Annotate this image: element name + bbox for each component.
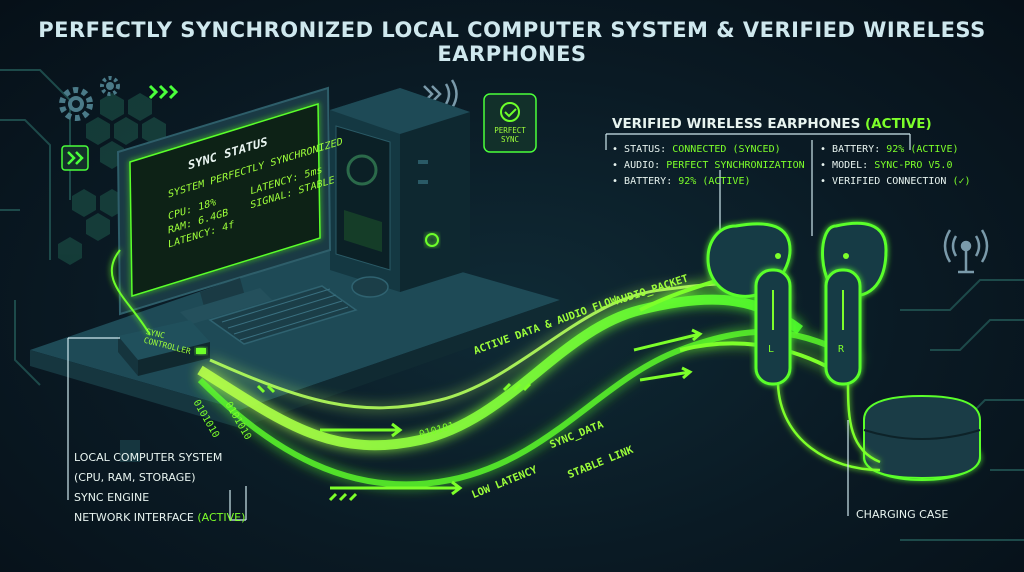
hexagon-pattern — [58, 93, 166, 265]
page-title: PERFECTLY SYNCHRONIZED LOCAL COMPUTER SY… — [38, 18, 986, 66]
spec-panel-frame — [605, 133, 911, 236]
label-network-interface: NETWORK INTERFACE (ACTIVE) — [74, 511, 246, 524]
monitor — [116, 86, 332, 324]
spec-model: • MODEL: SYNC-PRO V5.0 — [820, 160, 953, 171]
spec-battery-right: • BATTERY: 92% (ACTIVE) — [820, 144, 959, 155]
forward-icon — [61, 145, 89, 171]
earphones-panel-title-text: VERIFIED WIRELESS EARPHONES — [612, 116, 861, 132]
right-earbud-label: R — [838, 344, 845, 355]
earphones-panel-title: VERIFIED WIRELESS EARPHONES (ACTIVE) — [612, 116, 932, 132]
circuit-traces-left — [0, 69, 71, 386]
label-local-system: LOCAL COMPUTER SYSTEM — [74, 451, 223, 464]
spec-audio: • AUDIO: PERFECT SYNCHRONIZATION — [612, 160, 805, 171]
small-gear-icon — [100, 76, 120, 96]
earphones-panel-title-status: (ACTIVE) — [865, 116, 932, 132]
wireless-signal-icon — [943, 229, 989, 274]
gear-icon — [59, 87, 93, 121]
left-earbud-label: L — [768, 344, 775, 355]
charging-case — [863, 394, 981, 481]
perfect-sync-label: PERFECT SYNC — [494, 126, 526, 144]
spec-battery: • BATTERY: 92% (ACTIVE) — [612, 176, 751, 187]
computer-tower — [330, 88, 470, 292]
spec-status: • STATUS: CONNECTED (SYNCED) — [612, 144, 781, 155]
left-system-labels: LOCAL COMPUTER SYSTEM (CPU, RAM, STORAGE… — [74, 448, 245, 528]
earphones-specs-right: • BATTERY: 92% (ACTIVE) • MODEL: SYNC-PR… — [820, 142, 971, 190]
flow-arrows — [256, 328, 703, 502]
earphones-specs-left: • STATUS: CONNECTED (SYNCED) • AUDIO: PE… — [612, 142, 805, 190]
keyboard — [208, 285, 358, 345]
perfect-sync-badge — [483, 93, 537, 153]
mouse — [351, 276, 389, 298]
chevrons-icon — [148, 84, 179, 100]
right-earbud — [821, 221, 888, 386]
sync-controller-box — [118, 320, 210, 376]
circuit-traces-right — [900, 279, 1024, 541]
label-sync-engine: SYNC ENGINE — [74, 491, 150, 504]
left-earbud — [706, 222, 792, 386]
label-cpu-ram-storage: (CPU, RAM, STORAGE) — [74, 471, 196, 484]
charging-case-label: CHARGING CASE — [856, 508, 949, 521]
spec-verified: • VERIFIED CONNECTION (✓) — [820, 176, 971, 187]
left-label-bracket — [67, 337, 849, 521]
